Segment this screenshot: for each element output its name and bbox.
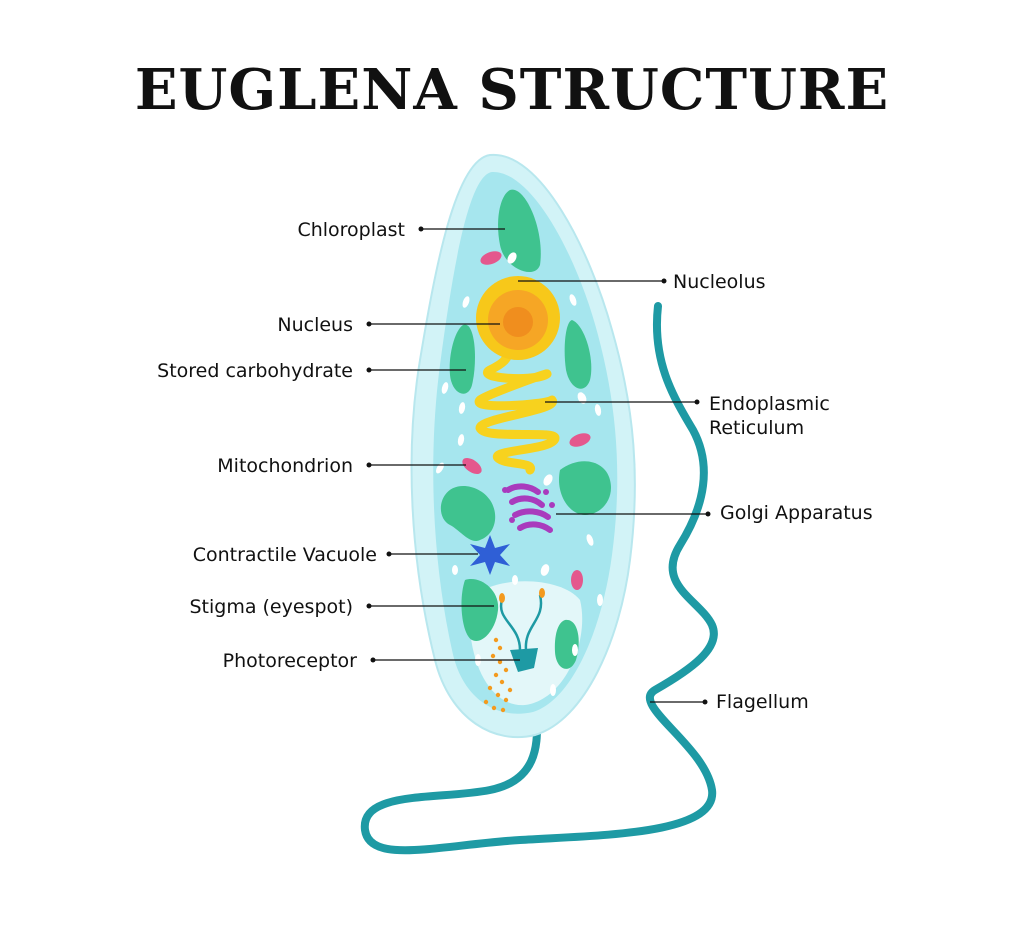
chloroplast-mid-left: [440, 485, 496, 542]
label-flagellum: Flagellum: [716, 691, 809, 713]
chloroplast-left: [449, 324, 475, 394]
stigma-dot-left: [499, 593, 505, 603]
chloroplast-top: [498, 189, 541, 273]
label-chloroplast: Chloroplast: [297, 219, 405, 241]
mitochondrion-left: [462, 458, 482, 474]
carbohydrate-granules: [436, 252, 603, 696]
label-stigma: Stigma (eyespot): [189, 596, 353, 618]
label-endoplasmic-reticulum-1: Endoplasmic: [709, 393, 830, 415]
chloroplast-mid-right: [559, 461, 611, 515]
leader-lines: [366, 226, 711, 705]
stigma-dot-right: [539, 588, 545, 598]
endoplasmic-reticulum: [474, 340, 560, 475]
contractile-vacuole: [470, 535, 510, 575]
chloroplasts: [440, 189, 611, 669]
label-photoreceptor: Photoreceptor: [223, 650, 358, 672]
golgi-apparatus: [502, 483, 555, 533]
label-golgi-apparatus: Golgi Apparatus: [720, 502, 873, 524]
mitochondria: [462, 251, 591, 590]
chloroplast-lower-right: [554, 619, 579, 669]
chloroplast-lower-left: [461, 579, 499, 641]
label-endoplasmic-reticulum-2: Reticulum: [709, 417, 804, 439]
flagellum-root-right: [524, 594, 543, 651]
mitochondrion-top: [480, 251, 502, 265]
label-mitochondrion: Mitochondrion: [217, 455, 353, 477]
label-stored-carbohydrate: Stored carbohydrate: [157, 360, 353, 382]
eyespot-granules: [483, 637, 513, 713]
label-nucleolus: Nucleolus: [673, 271, 766, 293]
label-nucleus: Nucleus: [277, 314, 353, 336]
flagellum-root-left: [499, 599, 522, 651]
photoreceptor: [510, 648, 538, 672]
page-title: EUGLENA STRUCTURE: [134, 57, 890, 123]
label-contractile-vacuole: Contractile Vacuole: [193, 544, 377, 566]
chloroplast-right: [564, 320, 592, 389]
mitochondrion-lower: [571, 570, 583, 590]
mitochondrion-right: [569, 433, 591, 447]
nucleolus: [503, 307, 533, 337]
